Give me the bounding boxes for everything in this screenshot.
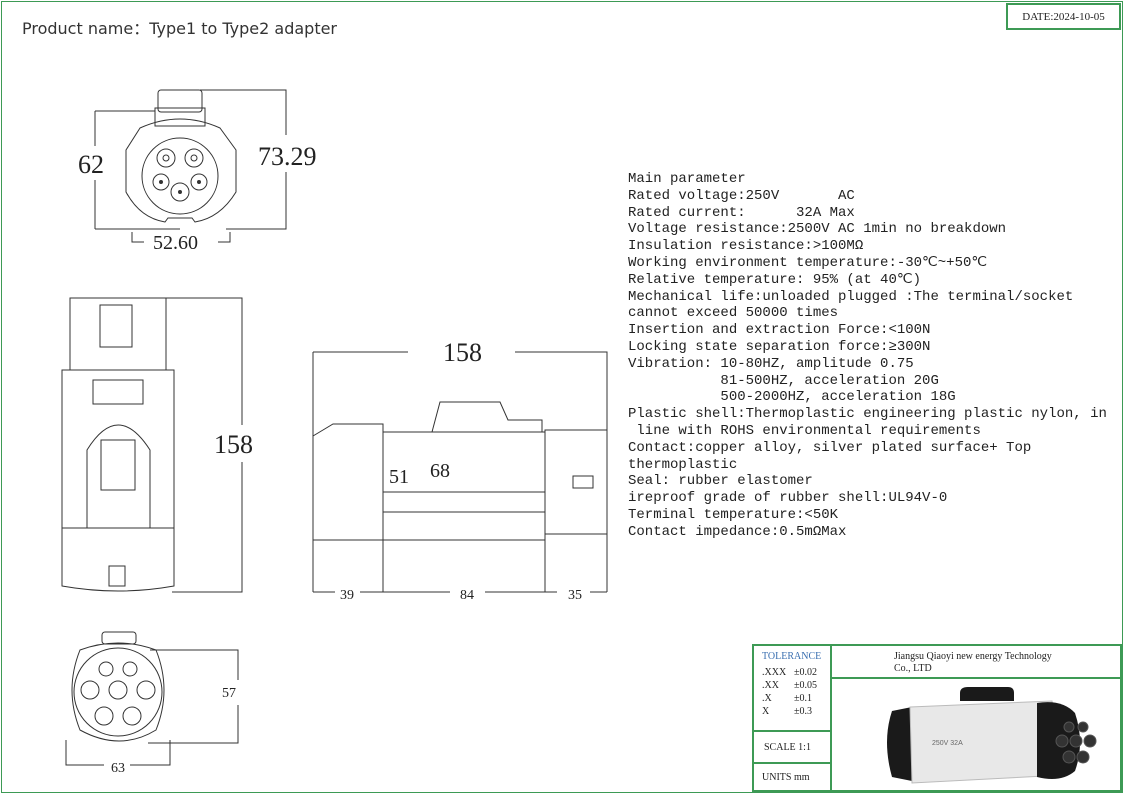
tolerance-label: TOLERANCE [762,651,822,662]
front-view-type1 [94,89,287,243]
tolerance-key: X [762,706,770,717]
adapter-image: 250V 32A [887,687,1097,784]
spec-line: Contact impedance:0.5mΩMax [628,523,847,540]
side-view [61,297,243,593]
spec-line: Insertion and extraction Force:<100N [628,322,931,339]
company-suffix: Co., LTD [894,663,932,674]
units-cell: UNITS mm [754,764,832,792]
top-view [312,351,608,593]
spec-line: Mechanical life:unloaded plugged :The te… [628,288,1074,305]
dim-top-b: 68 [430,460,450,482]
dim-top-a: 51 [389,466,409,488]
spec-line: Vibration: 10-80HZ, amplitude 0.75 [628,355,914,372]
dim-seg-right: 35 [568,588,582,603]
product-label: 250V 32A [932,740,963,747]
tolerance-value: ±0.3 [794,706,812,717]
dim-rear-width: 63 [111,761,125,776]
dim-side-length: 158 [214,430,253,459]
tolerance-value: ±0.1 [794,693,812,704]
tolerance-row: .XX ±0.05 [762,679,830,692]
spec-line: Plastic shell:Thermoplastic engineering … [628,406,1107,423]
spec-line: Voltage resistance:2500V AC 1min no brea… [628,221,1007,238]
tolerance-value: ±0.05 [794,680,817,691]
dim-front-total-height: 73.29 [258,142,317,171]
spec-line: Main parameter [628,171,746,187]
spec-line: line with ROHS environmental requirement… [628,422,981,439]
dim-seg-left: 39 [340,588,354,603]
rear-view-type2 [65,631,239,766]
spec-line: cannot exceed 50000 times [628,305,839,322]
dim-rear-height: 57 [222,686,236,701]
spec-line: Terminal temperature:<50K [628,506,839,523]
tolerance-key: .XXX [762,667,787,678]
dim-front-width: 52.60 [153,232,198,254]
tolerance-value: ±0.02 [794,667,817,678]
spec-line: thermoplastic [628,456,738,473]
tolerance-cell: TOLERANCE .XXX ±0.02 .XX ±0.05 .X ±0.1 X ±0.… [754,646,832,732]
spec-line: Insulation resistance:>100MΩ [628,238,864,255]
dim-seg-mid: 84 [460,588,474,603]
tolerance-row: X ±0.3 [762,705,830,718]
tolerance-row: .X ±0.1 [762,692,830,705]
spec-line: Seal: rubber elastomer [628,473,813,490]
spec-line: Working environment temperature:-30℃~+50… [628,254,988,271]
spec-line: Relative temperature: 95% (at 40℃) [628,271,921,288]
spec-line: Contact:copper alloy, silver plated surf… [628,439,1032,456]
scale-cell: SCALE 1:1 [754,732,832,764]
spec-line: Rated current: 32A Max [628,204,855,221]
company-name: Jiangsu Qiaoyi new energy Technology [894,651,1052,662]
spec-line: Locking state separation force:≥300N [628,338,931,355]
tolerance-key: .X [762,693,772,704]
spec-line: 500-2000HZ, acceleration 18G [628,389,956,406]
spec-line: ireproof grade of rubber shell:UL94V-0 [628,490,948,507]
date-box: DATE:2024-10-05 [1006,3,1121,30]
spec-line: Rated voltage:250V AC [628,187,855,204]
tolerance-row: .XXX ±0.02 [762,666,830,679]
product-title: Product name：Type1 to Type2 adapter [22,19,338,38]
title-block: TOLERANCE .XXX ±0.02 .XX ±0.05 .X ±0.1 X ±0.… [752,644,1122,792]
company-cell: Jiangsu Qiaoyi new energy Technology Co.… [832,646,1120,679]
dim-top-length: 158 [443,338,482,367]
spec-line: 81-500HZ, acceleration 20G [628,372,939,389]
dim-front-height: 62 [78,150,104,179]
tolerance-key: .XX [762,680,779,691]
product-photo: 250V 32A [832,679,1120,792]
